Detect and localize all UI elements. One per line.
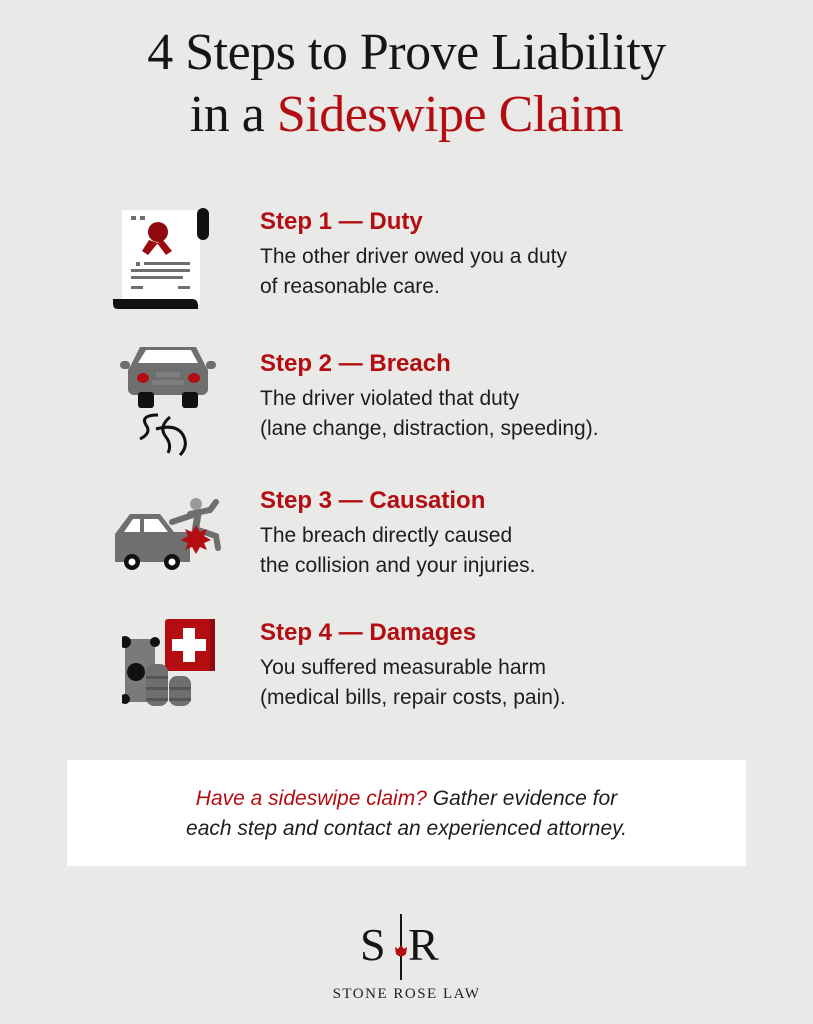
step-2-desc-line-2: (lane change, distraction, speeding). [260,417,599,440]
step-4-description: You suffered measurable harm (medical bi… [260,653,566,713]
logo-letter-r: R [408,919,439,970]
cta-line-1-rest: Gather evidence for [426,787,618,810]
step-3-description: The breach directly caused the collision… [260,521,535,581]
step-4-desc-line-1: You suffered measurable harm [260,656,547,679]
step-4-desc-line-2: (medical bills, repair costs, pain). [260,686,566,709]
step-1: Step 1 — Duty The other driver owed you … [0,203,813,323]
rose-icon [395,945,407,957]
step-2-desc-line-1: The driver violated that duty [260,387,520,410]
call-to-action-box: Have a sideswipe claim? Gather evidence … [67,760,746,866]
step-3-desc-line-2: the collision and your injuries. [260,554,536,577]
step-2-description: The driver violated that duty (lane chan… [260,384,599,444]
money-medical-icon [119,614,242,729]
step-3-heading: Step 3 — Causation [260,487,486,514]
title-line-1: 4 Steps to Prove Liability [147,24,666,81]
cta-line-2: each step and contact an experienced att… [186,817,627,840]
brand-name: STONE ROSE LAW [332,986,481,1002]
certificate-scroll-icon [110,203,230,318]
step-1-desc-line-2: of reasonable care. [260,275,440,298]
step-3: Step 3 — Causation The breach directly c… [0,482,813,602]
cta-line-1: Have a sideswipe claim? Gather evidence … [67,784,746,814]
stone-rose-logo: S R [350,912,465,982]
title-accent: Sideswipe Claim [276,86,624,143]
skidding-car-icon [118,337,238,457]
step-1-description: The other driver owed you a duty of reas… [260,242,567,302]
logo-letter-s: S [360,919,386,970]
step-2-heading: Step 2 — Breach [260,350,451,377]
car-hits-pedestrian-icon [110,492,230,607]
step-4: Step 4 — Damages You suffered measurable… [0,614,813,734]
step-1-heading: Step 1 — Duty [260,208,423,235]
step-2: Step 2 — Breach The driver violated that… [0,345,813,465]
title-line-2-prefix: in a [189,86,277,143]
page-title: 4 Steps to Prove Liability in a Sideswip… [0,22,813,146]
cta-accent: Have a sideswipe claim? [195,787,427,810]
step-3-desc-line-1: The breach directly caused [260,524,513,547]
step-4-heading: Step 4 — Damages [260,619,477,646]
title-line-2: in a Sideswipe Claim [0,84,813,146]
step-1-desc-line-1: The other driver owed you a duty [260,245,568,268]
